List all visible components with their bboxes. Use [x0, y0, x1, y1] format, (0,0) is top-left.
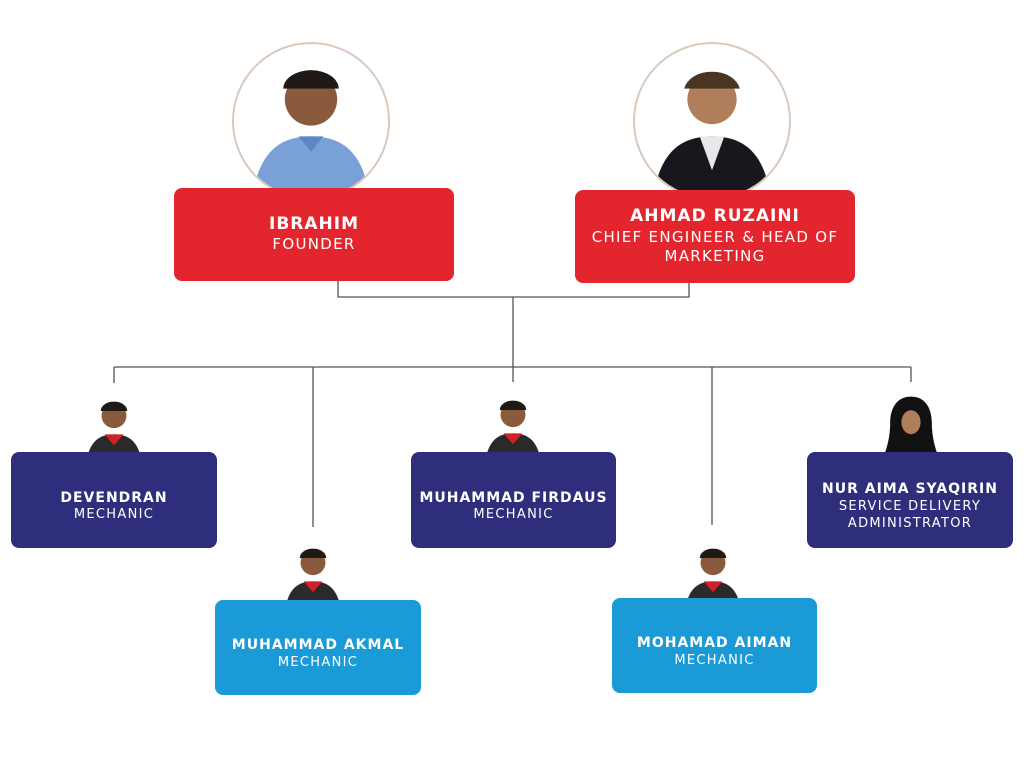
- staff-name: MUHAMMAD AKMAL: [231, 637, 405, 654]
- staff-card-mohamad-aiman: MOHAMAD AIMAN MECHANIC: [612, 598, 817, 693]
- staff-name: NUR AIMA SYAQIRIN: [822, 481, 998, 498]
- staff-role: MECHANIC: [73, 507, 155, 523]
- staff-card-devendran: DEVENDRAN MECHANIC: [11, 452, 217, 548]
- staff-role: MECHANIC: [473, 507, 554, 523]
- leader-card-ibrahim: IBRAHIM FOUNDER: [174, 188, 454, 281]
- leaders-join-line: [337, 281, 690, 298]
- leader-name: IBRAHIM: [269, 214, 359, 235]
- staff-role: SERVICE DELIVERY ADMINISTRATOR: [838, 498, 982, 531]
- staff-name: MOHAMAD AIMAN: [636, 635, 793, 652]
- leader-role: CHIEF ENGINEER & HEAD OF MARKETING: [591, 227, 839, 266]
- leader-card-ahmad-ruzaini: AHMAD RUZAINI CHIEF ENGINEER & HEAD OF M…: [575, 190, 855, 283]
- staff-name: DEVENDRAN: [60, 489, 168, 506]
- staff-card-muhammad-firdaus: MUHAMMAD FIRDAUS MECHANIC: [411, 452, 616, 548]
- leader-name: AHMAD RUZAINI: [630, 206, 800, 227]
- leader-role: FOUNDER: [272, 235, 356, 254]
- person-photo-icon: [635, 44, 789, 198]
- staff-card-nur-aima-syaqirin: NUR AIMA SYAQIRIN SERVICE DELIVERY ADMIN…: [807, 452, 1013, 548]
- staff-role: MECHANIC: [674, 652, 755, 668]
- ahmad-ruzaini-photo: [633, 42, 791, 200]
- ibrahim-photo: [232, 42, 390, 200]
- staff-card-muhammad-akmal: MUHAMMAD AKMAL MECHANIC: [215, 600, 421, 695]
- staff-name: MUHAMMAD FIRDAUS: [419, 489, 608, 506]
- staff-role: MECHANIC: [277, 654, 359, 670]
- person-photo-icon: [234, 44, 388, 198]
